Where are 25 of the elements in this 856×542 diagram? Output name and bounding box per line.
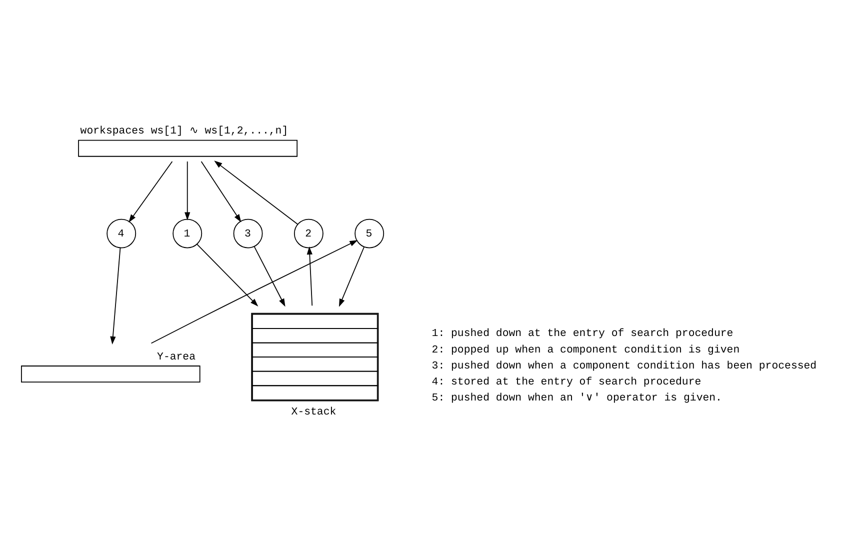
node-label: X-stack (291, 406, 336, 419)
arrow (128, 161, 173, 222)
node-label: workspaces ws[1] ∿ ws[1,2,...,n] (80, 126, 288, 138)
label: 1: pushed down at the entry of search procedure (432, 328, 734, 340)
arrow (306, 246, 313, 306)
arrow (184, 161, 190, 220)
arrow (200, 161, 242, 222)
label: 3: pushed down when a component condition has been processed (432, 360, 817, 372)
node-box (78, 140, 298, 157)
node-circle: 3 (233, 218, 263, 248)
label: 2: popped up when a component condition is given (432, 344, 740, 356)
label: 4: stored at the entry of search procedure (432, 376, 702, 388)
node-circle: 2 (294, 218, 324, 248)
label: 5: pushed down when an '∨' operator is given. (432, 392, 722, 404)
node-circle: 1 (172, 218, 202, 248)
arrow (254, 246, 286, 307)
arrow (150, 240, 358, 344)
node-circle: 5 (354, 218, 384, 248)
node-circle: 4 (106, 218, 136, 248)
arrow (196, 244, 258, 306)
arrow (214, 160, 298, 225)
arrow (338, 246, 365, 307)
node-box (21, 366, 200, 382)
arrow (110, 247, 121, 345)
node-label: Y-area (157, 351, 196, 364)
